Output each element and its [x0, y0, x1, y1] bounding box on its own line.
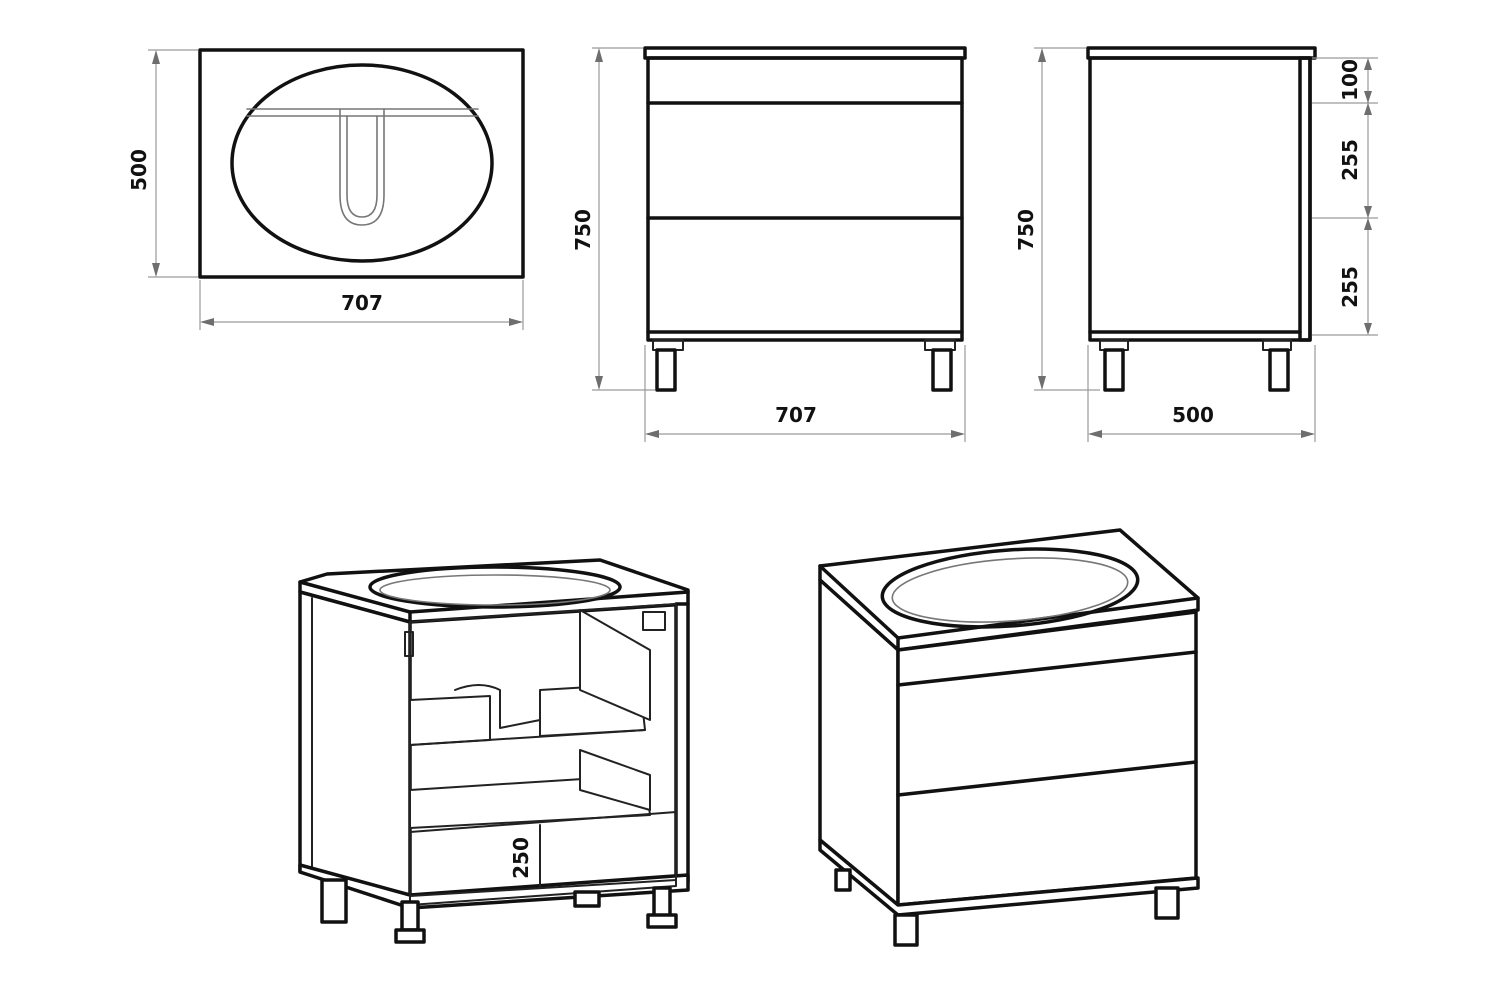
side-view-depth-label: 500: [1172, 403, 1214, 427]
top-view: 500 707: [127, 48, 525, 330]
top-view-depth-dimension: 500: [127, 49, 198, 278]
top-view-width-dimension: 707: [199, 280, 524, 330]
front-view-width-label: 707: [775, 403, 817, 427]
perspective-open-cabinet: 250: [298, 558, 690, 944]
closed-leg-back-left: [834, 868, 852, 892]
closed-leg-front-left: [893, 913, 919, 947]
open-right-post: [674, 602, 690, 888]
side-view-drawer-lower-label: 255: [1338, 266, 1362, 308]
side-view-top-panel-label: 100: [1338, 59, 1362, 101]
open-bottom-space-hatch: [409, 811, 677, 897]
side-view-leg-right: [1262, 339, 1292, 392]
top-view-width-label: 707: [341, 291, 383, 315]
open-basin: [368, 565, 622, 609]
closed-basin: [880, 547, 1140, 629]
side-view-drawer-front: [1298, 56, 1312, 342]
open-leg-front-left: [320, 878, 426, 944]
closed-drawer-seam-2: [896, 760, 1198, 797]
top-view-basin-inner-rim: [246, 108, 479, 117]
open-upper-drawer-box: [409, 695, 491, 746]
open-side-panel: [298, 590, 412, 907]
side-view-cabinet-body: [1088, 56, 1312, 342]
side-view-leg-left: [1099, 339, 1129, 392]
front-view-leg-right: [924, 339, 956, 392]
closed-drawer-seam-1: [896, 650, 1198, 687]
side-view: 750 500 100 255 255: [1014, 46, 1378, 442]
front-view-height-label: 750: [571, 209, 595, 251]
front-view: 750 707: [571, 46, 967, 442]
front-view-height-dimension: 750: [571, 47, 655, 391]
open-bottom-space-label: 250: [509, 837, 533, 879]
closed-plinth: [818, 838, 1200, 917]
side-view-height-dimension: 750: [1014, 47, 1100, 391]
side-view-drawer-upper-label: 255: [1338, 139, 1362, 181]
front-view-leg-left: [652, 339, 684, 392]
closed-leg-front-right: [1154, 886, 1180, 920]
front-view-width-dimension: 707: [644, 345, 966, 442]
side-view-drawer-dimensions: 100 255 255: [1312, 57, 1378, 336]
top-view-depth-label: 500: [127, 149, 151, 191]
open-leg-front-right: [573, 886, 678, 929]
side-view-depth-dimension: 500: [1087, 345, 1316, 442]
top-view-basin: [230, 63, 494, 263]
side-view-height-label: 750: [1014, 209, 1038, 251]
top-view-countertop: [198, 48, 525, 279]
top-view-overflow-slot: [339, 108, 385, 226]
perspective-closed-cabinet: [818, 528, 1200, 947]
front-view-cabinet-body: [646, 56, 964, 342]
